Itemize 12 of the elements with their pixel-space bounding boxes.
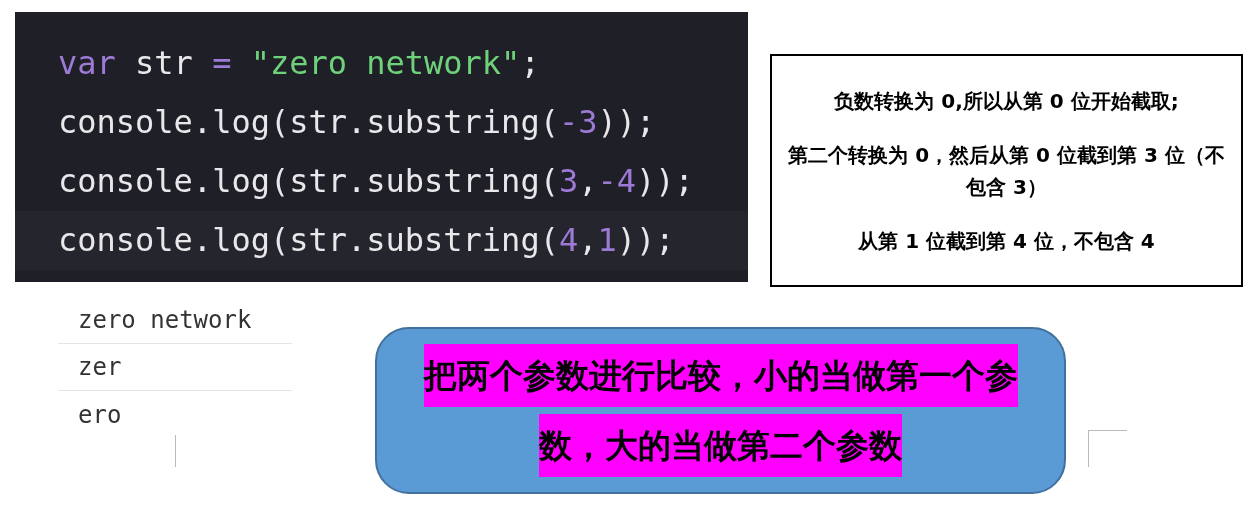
output-text: ero [78,399,122,431]
note-box [770,54,1243,287]
output-text: zer [78,352,122,383]
code-panel [15,12,748,282]
code-line: console.log(str.substring(3,-4)); [57,161,695,202]
note-text: 第二个转换为 0，然后从第 0 位截到第 3 位（不包含 3） [787,141,1226,201]
code-line: console.log(str.substring(-3)); [57,102,657,143]
note-text: 从第 1 位截到第 4 位，不包含 4 [857,227,1156,255]
note-text: 负数转换为 0,所以从第 0 位开始截取; [833,87,1180,115]
code-line: var str = "zero network"; [57,43,541,84]
rounded-box [375,327,1066,494]
output-text: zero network [78,305,252,336]
